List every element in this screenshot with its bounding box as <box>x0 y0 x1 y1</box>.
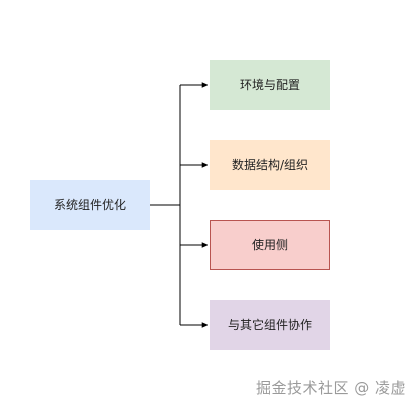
branch-node-label: 数据结构/组织 <box>231 158 309 172</box>
branch-node-label: 与其它组件协作 <box>227 318 312 332</box>
root-node: 系统组件优化 <box>30 180 150 230</box>
branch-node-label: 使用侧 <box>251 238 288 252</box>
branch-node-label: 环境与配置 <box>239 78 300 92</box>
branch-node-collaboration: 与其它组件协作 <box>210 300 330 350</box>
branch-node-data-structure: 数据结构/组织 <box>210 140 330 190</box>
branch-node-env-config: 环境与配置 <box>210 60 330 110</box>
root-node-label: 系统组件优化 <box>53 198 126 212</box>
branch-node-usage-side: 使用侧 <box>210 220 330 270</box>
watermark-text: 掘金技术社区 @ 凌虚 <box>255 379 406 397</box>
